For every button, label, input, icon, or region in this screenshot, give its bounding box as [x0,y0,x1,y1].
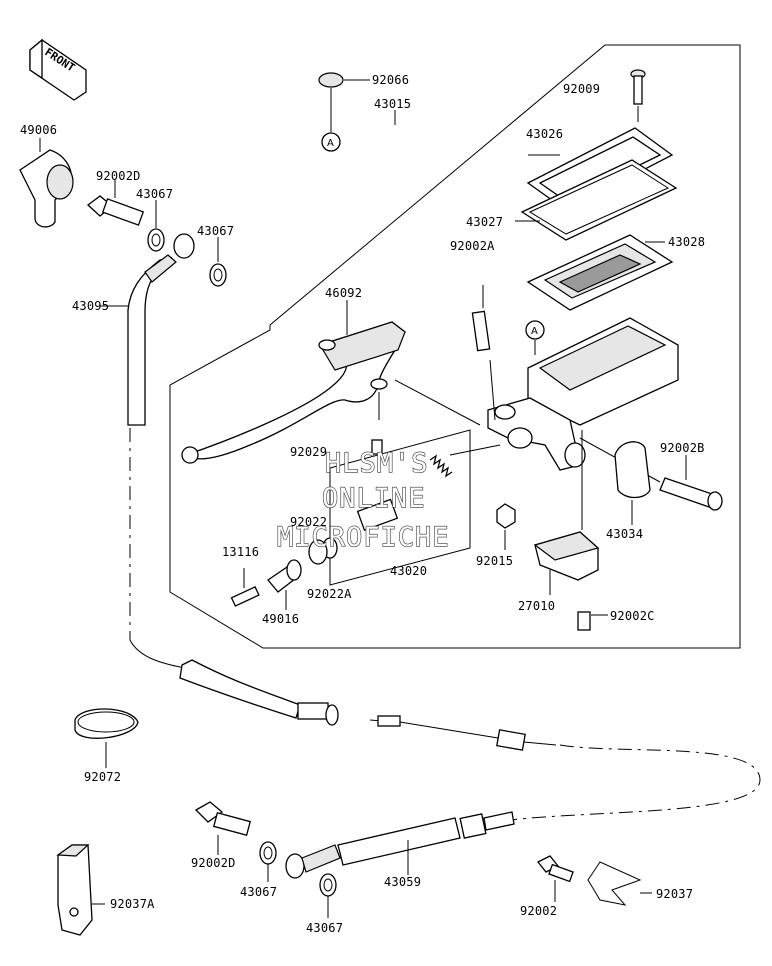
hose-43059 [285,811,515,879]
watermark-line-3: MICROFICHE [277,522,450,553]
hose-43095 [100,233,195,640]
label-92002C: 92002C [610,609,655,623]
label-43027: 43027 [466,215,503,229]
nut-92015 [496,503,516,550]
cap-92066: A [318,72,370,152]
washer-43067-d [319,873,337,918]
pin-92029 [371,439,383,455]
clip-92072 [74,708,139,768]
label-13116: 13116 [222,545,259,559]
label-43067-a: 43067 [136,187,173,201]
reference-marker-a [321,132,341,152]
label-43015: 43015 [374,97,411,111]
label-92009: 92009 [563,82,600,96]
label-43026: 43026 [526,127,563,141]
label-43095: 43095 [72,299,109,313]
label-92022A: 92022A [307,587,352,601]
watermark: HLSM'S ONLINE MICROFICHE [276,447,450,553]
washer-43067-b [209,237,227,287]
label-92002B: 92002B [660,441,705,455]
screw-92009 [630,69,646,122]
label-43059: 43059 [384,875,421,889]
label-92002A: 92002A [450,239,495,253]
label-92072: 92072 [84,770,121,784]
washer-43067-c [259,841,277,882]
label-49016: 49016 [262,612,299,626]
watermark-line-2: ONLINE [322,483,426,514]
pushrod-13116 [230,568,260,607]
label-43034: 43034 [606,527,643,541]
label-92002D-top: 92002D [96,169,141,183]
clip-92037 [587,861,652,906]
label-43067-c: 43067 [240,885,277,899]
watermark-line-1: HLSM'S [325,448,429,479]
label-92037: 92037 [656,887,693,901]
label-92029: 92029 [290,445,327,459]
boot-49016 [267,559,302,610]
diaphragm-43028 [526,234,674,311]
banjo-bolt-92002D-top [86,180,145,226]
label-43067-b: 43067 [197,224,234,238]
washer-43067-a [147,200,165,252]
label-43020: 43020 [390,564,427,578]
master-cylinder-body: A [487,317,679,471]
label-27010: 27010 [518,599,555,613]
label-43028: 43028 [668,235,705,249]
label-49006: 49006 [20,123,57,137]
label-92037A: 92037A [110,897,155,911]
front-arrow-icon: FRONT [29,38,87,101]
label-92022: 92022 [290,515,327,529]
lever-46092 [181,300,481,464]
plate-43027 [515,159,678,241]
bolt-92002 [536,855,574,902]
clamp-92037A [56,844,105,936]
label-92002: 92002 [520,904,557,918]
clamp-43034 [614,441,651,525]
label-46092: 46092 [325,286,362,300]
cap-49006 [19,138,74,228]
label-92002D-bottom: 92002D [191,856,236,870]
label-43067-d: 43067 [306,921,343,935]
switch-27010 [533,430,600,595]
reference-marker-a2-label: A [531,326,538,337]
banjo-bolt-92002D-bottom [194,801,252,855]
bolt-92002A [471,285,496,421]
label-92015: 92015 [476,554,513,568]
screw-92002C [577,611,608,631]
assembly-boundary [169,44,741,649]
reference-marker-a-label: A [327,138,334,149]
reference-marker-a2 [525,320,545,340]
lower-cable [129,639,761,821]
label-92066: 92066 [372,73,409,87]
piston-kit-43020 [308,429,501,586]
bolt-92002B [579,437,723,511]
